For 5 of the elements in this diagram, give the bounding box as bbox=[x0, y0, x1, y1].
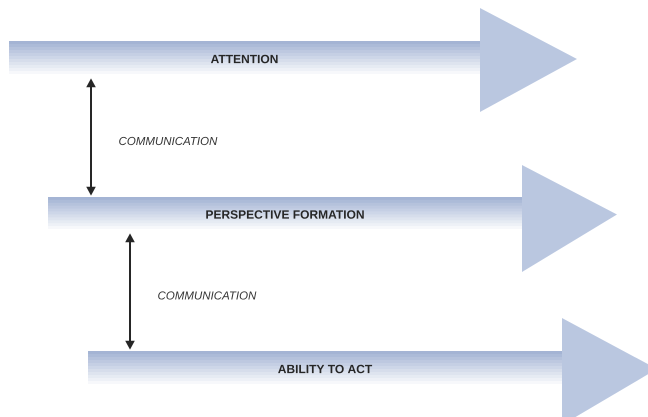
node-label: ATTENTION bbox=[210, 54, 278, 64]
edge-label: COMMUNICATION bbox=[119, 136, 218, 146]
edge-label: COMMUNICATION bbox=[158, 291, 256, 300]
node-label: ABILITY TO ACT bbox=[278, 364, 372, 374]
node-label: PERSPECTIVE FORMATION bbox=[206, 210, 364, 219]
